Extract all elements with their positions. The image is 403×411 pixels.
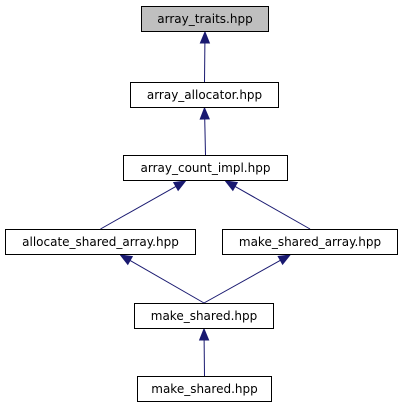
edge-arrowhead-n3-n2 (172, 180, 187, 192)
node-allocate-shared-array-hpp[interactable]: allocate_shared_array.hpp (5, 229, 196, 255)
node-make-shared-array-hpp[interactable]: make_shared_array.hpp (222, 229, 398, 255)
edge-arrowhead-n2-n1 (199, 106, 210, 120)
edge-arrowhead-n5-n3 (119, 254, 134, 266)
node-make-shared-hpp-detail[interactable]: make_shared.hpp (134, 303, 274, 329)
edge-line-n3-n2 (100, 185, 177, 230)
edge-arrowhead-n4-n2 (224, 180, 239, 192)
graph-edges (100, 30, 311, 377)
node-array-allocator-hpp[interactable]: array_allocator.hpp (130, 82, 279, 108)
edge-arrowhead-n1-n0 (199, 30, 211, 44)
edge-line-n5-n4 (203, 259, 281, 304)
edge-arrowhead-n5-n4 (277, 254, 292, 266)
edge-arrowhead-n6-n5 (198, 327, 210, 341)
node-make-shared-hpp[interactable]: make_shared.hpp (137, 376, 272, 402)
edge-line-n4-n2 (234, 185, 311, 230)
edge-line-n5-n3 (129, 260, 205, 304)
node-array-traits-hpp: array_traits.hpp (141, 6, 269, 32)
edge-line-n2-n1 (204, 118, 206, 156)
node-array-count-impl-hpp[interactable]: array_count_impl.hpp (123, 155, 288, 181)
